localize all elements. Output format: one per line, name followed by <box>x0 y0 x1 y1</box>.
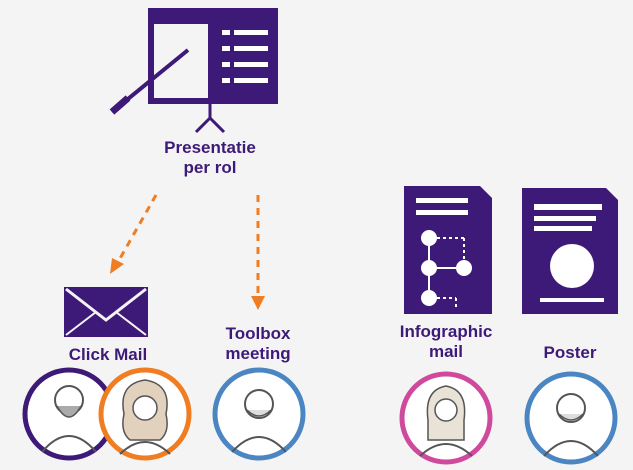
avatar-woman-icon <box>399 371 493 465</box>
arrow-to-click-mail <box>110 194 158 274</box>
presentation-label: Presentatie per rol <box>164 138 256 177</box>
presentation-board-icon <box>109 8 278 134</box>
mail-envelope-icon <box>64 287 148 337</box>
infographic-label: Infographic mail <box>399 322 493 361</box>
infographic-document-icon <box>404 186 492 314</box>
arrow-to-toolbox <box>251 195 265 310</box>
avatar-man-bald-icon <box>212 367 306 461</box>
poster-document-icon <box>522 188 618 314</box>
avatar-woman-curly-icon <box>98 367 192 461</box>
poster-label: Poster <box>543 343 597 362</box>
avatar-man-bald-icon <box>524 371 618 465</box>
click-mail-label: Click Mail <box>68 345 148 364</box>
toolbox-label: Toolbox meeting <box>225 324 291 363</box>
